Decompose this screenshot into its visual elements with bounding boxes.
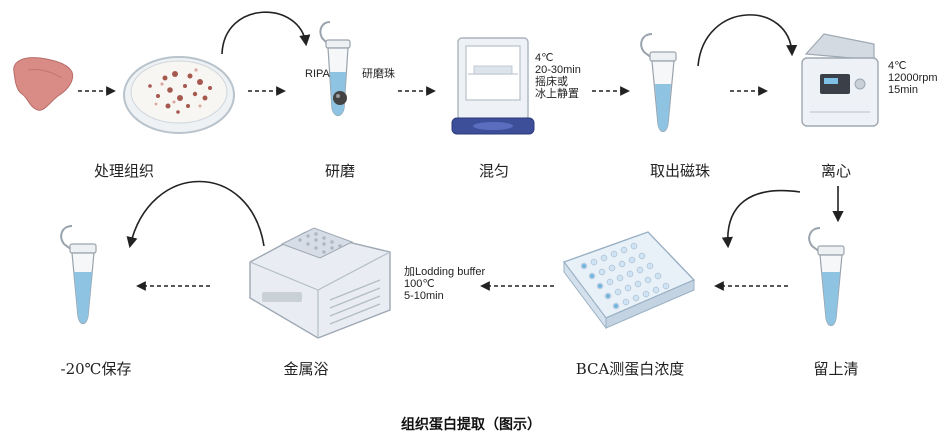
mix-method-1: 摇床或: [535, 76, 568, 88]
boil-temp: 100℃: [404, 278, 435, 290]
metal-bath-icon: [249, 227, 391, 339]
step-label-grind: 研磨: [324, 162, 356, 180]
spin-time: 15min: [888, 84, 918, 96]
curved-arrow-1: [221, 11, 311, 55]
grinding-beads-label: 研磨珠: [362, 68, 395, 80]
mix-method-2: 冰上静置: [535, 88, 579, 100]
step-label-mix: 混匀: [478, 162, 510, 180]
boil-buffer: 加Lodding buffer: [404, 266, 486, 278]
step-label-storage: -20℃保存: [60, 360, 132, 378]
step-label-centrifuge: 离心: [820, 162, 852, 180]
mix-temp: 4℃: [535, 52, 554, 64]
step-label-metal-bath: 金属浴: [283, 360, 329, 378]
metal-bath-conditions: 加Lodding buffer 100℃ 5-10min: [404, 266, 485, 302]
step-label-process-tissue: 处理组织: [93, 162, 155, 180]
step-label-remove-beads: 取出磁珠: [649, 162, 711, 180]
mix-time: 20-30min: [535, 64, 581, 76]
mix-conditions: 4℃ 20-30min 摇床或 冰上静置: [535, 52, 581, 100]
shaker-incubator-icon: [451, 37, 535, 135]
microtube-icon: [60, 225, 97, 325]
ripa-label: RIPA: [305, 68, 330, 80]
boil-time: 5-10min: [404, 290, 444, 302]
curved-arrow-4: [126, 180, 265, 249]
spin-temp: 4℃: [888, 60, 907, 72]
petri-dish-icon: [123, 56, 235, 134]
curved-arrow-3: [721, 189, 801, 249]
centrifuge-icon: [801, 33, 879, 127]
step-label-supernatant: 留上清: [813, 360, 859, 378]
microtube-icon: [640, 33, 677, 133]
liver-icon: [13, 57, 74, 111]
well-plate-icon: [562, 231, 696, 330]
step-label-bca: BCA测蛋白浓度: [575, 360, 685, 378]
centrifuge-conditions: 4℃ 12000rpm 15min: [888, 60, 938, 96]
microtube-icon: [808, 227, 845, 327]
spin-speed: 12000rpm: [888, 72, 938, 84]
figure-caption: 组织蛋白提取（图示）: [401, 417, 541, 433]
curved-arrow-2: [697, 14, 798, 67]
tube-with-bead-icon: [319, 21, 351, 117]
